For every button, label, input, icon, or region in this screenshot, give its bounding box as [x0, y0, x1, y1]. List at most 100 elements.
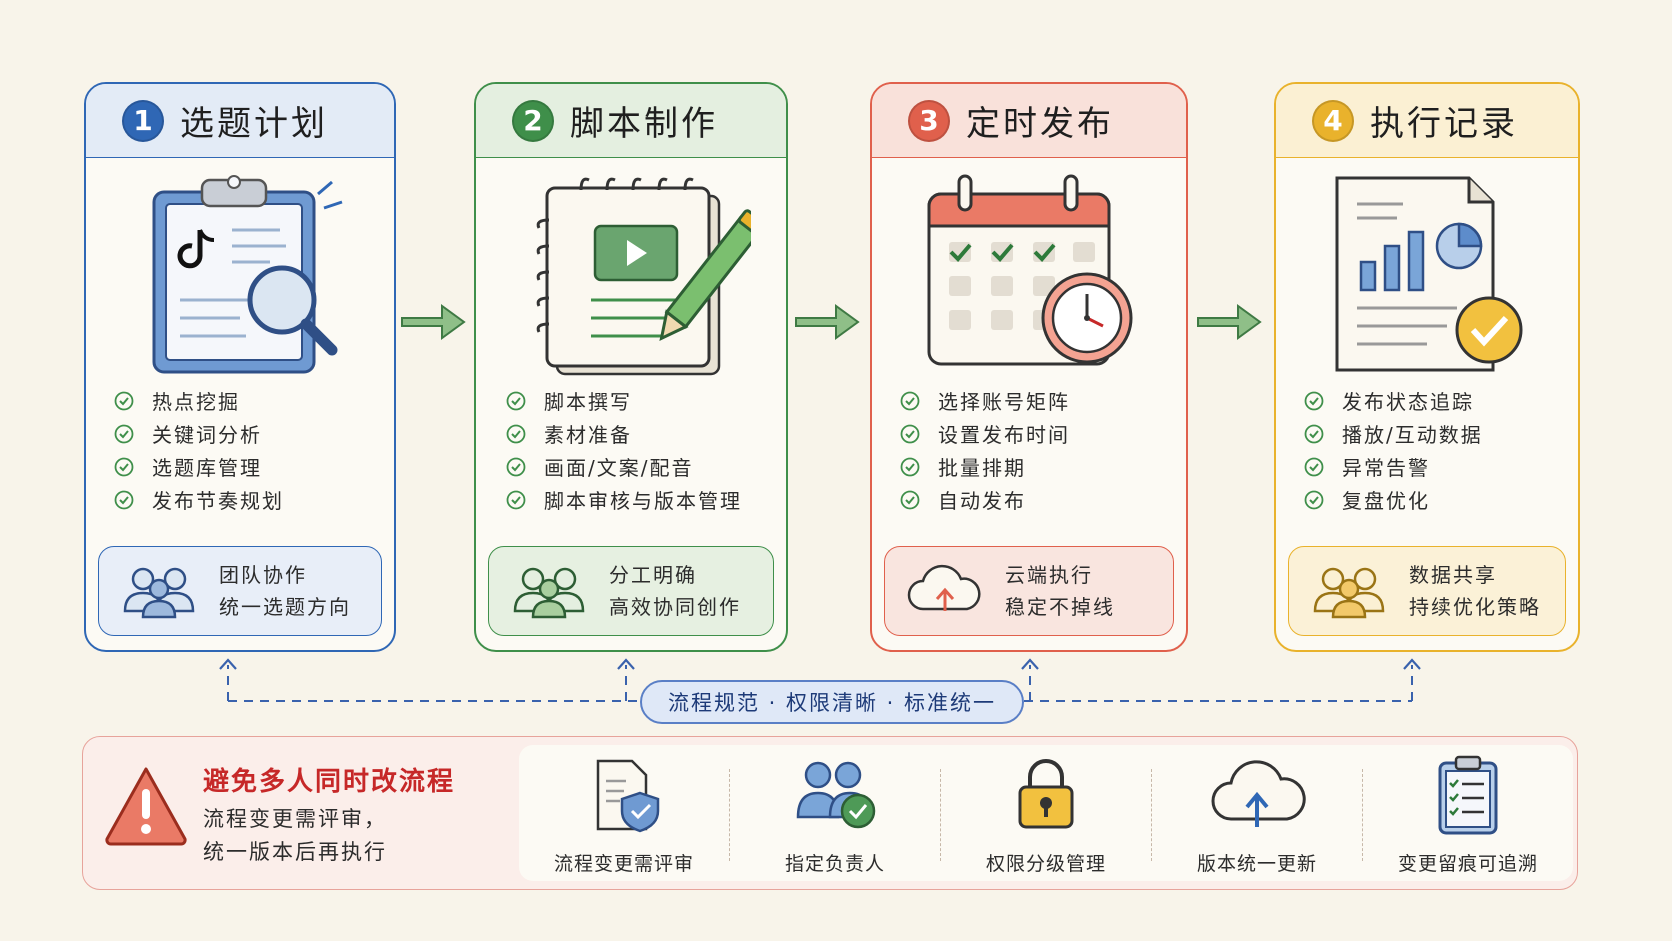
stage-title: 定时发布	[966, 104, 1114, 144]
list-item-label: 脚本撰写	[544, 390, 632, 414]
list-item-label: 画面/文案/配音	[544, 456, 694, 480]
list-item-label: 设置发布时间	[938, 423, 1070, 447]
list-item-label: 异常告警	[1342, 456, 1430, 480]
dashed-connector	[219, 658, 1421, 702]
tip-line: 统一选题方向	[219, 595, 351, 619]
check-circle-icon	[506, 490, 526, 509]
list-item-label: 选择账号矩阵	[938, 390, 1070, 414]
check-circle-icon	[114, 391, 134, 410]
check-circle-icon	[114, 490, 134, 509]
collaboration-tip: 分工明确高效协同创作	[488, 546, 774, 636]
list-item: 关键词分析	[114, 417, 284, 450]
check-circle-icon	[900, 490, 920, 509]
divider	[1151, 769, 1152, 861]
divider	[1362, 769, 1363, 861]
list-item: 异常告警	[1304, 450, 1483, 483]
list-item-label: 发布状态追踪	[1342, 390, 1474, 414]
tip-line: 数据共享	[1409, 563, 1497, 587]
stage-title: 脚本制作	[570, 104, 718, 144]
check-circle-icon	[506, 391, 526, 410]
calendar-clock-icon	[872, 170, 1186, 380]
stage-header: 1 选题计划	[86, 84, 394, 158]
check-circle-icon	[900, 391, 920, 410]
document-shield-icon	[596, 759, 660, 833]
stage-number-badge: 4	[1312, 99, 1354, 142]
stage-number-badge: 2	[512, 99, 554, 142]
stage-topic-planning: 1 选题计划 热点挖掘 关键词分析 选题库管理 发布节奏规划	[84, 82, 396, 652]
check-circle-icon	[1304, 457, 1324, 476]
collaboration-tip: 团队协作统一选题方向	[98, 546, 382, 636]
principles-banner: 流程规范 · 权限清晰 · 标准统一	[640, 680, 1024, 724]
clipboard-magnifier-icon	[86, 170, 394, 380]
tip-line: 云端执行	[1005, 563, 1093, 587]
check-circle-icon	[900, 457, 920, 476]
list-item: 批量排期	[900, 450, 1070, 483]
check-circle-icon	[900, 424, 920, 443]
tip-line: 稳定不掉线	[1005, 595, 1115, 619]
list-item-label: 自动发布	[938, 489, 1026, 513]
rule-label: 版本统一更新	[1196, 853, 1317, 875]
list-item: 发布状态追踪	[1304, 384, 1483, 417]
rule-owner: 指定负责人	[730, 745, 940, 881]
rule-label: 流程变更需评审	[553, 853, 694, 875]
padlock-icon	[1018, 759, 1074, 829]
check-circle-icon	[1304, 490, 1324, 509]
stage-title: 选题计划	[180, 104, 328, 144]
list-item: 发布节奏规划	[114, 483, 284, 516]
flow-arrow-right-icon	[1197, 304, 1262, 340]
check-circle-icon	[1304, 391, 1324, 410]
stage-execution-log: 4 执行记录 发布状态追踪 播放/互动数据 异常告警 复盘优化 数据共享持续优化…	[1274, 82, 1580, 652]
stage-number-badge: 1	[122, 99, 164, 142]
stage-item-list: 热点挖掘 关键词分析 选题库管理 发布节奏规划	[114, 384, 284, 516]
list-item: 选题库管理	[114, 450, 284, 483]
check-circle-icon	[506, 457, 526, 476]
tip-line: 团队协作	[219, 563, 307, 587]
warning-text: 流程变更需评审， 统一版本后再执行	[203, 803, 387, 869]
flow-arrow-right-icon	[795, 304, 860, 340]
stage-item-list: 选择账号矩阵 设置发布时间 批量排期 自动发布	[900, 384, 1070, 516]
check-circle-icon	[1304, 424, 1324, 443]
tip-line: 高效协同创作	[609, 595, 741, 619]
list-item-label: 脚本审核与版本管理	[544, 489, 742, 513]
warning-triangle-icon	[105, 767, 187, 846]
data-sharing-tip: 数据共享持续优化策略	[1288, 546, 1566, 636]
list-item: 自动发布	[900, 483, 1070, 516]
check-circle-icon	[114, 457, 134, 476]
rule-label: 变更留痕可追溯	[1397, 853, 1538, 875]
stage-header: 2 脚本制作	[476, 84, 786, 158]
list-item: 播放/互动数据	[1304, 417, 1483, 450]
cloud-upload-icon	[1211, 760, 1306, 827]
list-item: 复盘优化	[1304, 483, 1483, 516]
report-chart-check-icon	[1276, 170, 1578, 380]
warning-line: 流程变更需评审，	[203, 807, 387, 831]
list-item: 选择账号矩阵	[900, 384, 1070, 417]
stage-number-badge: 3	[908, 99, 950, 142]
list-item: 画面/文案/配音	[506, 450, 742, 483]
rule-permissions: 权限分级管理	[941, 745, 1151, 881]
stage-header: 3 定时发布	[872, 84, 1186, 158]
list-item: 脚本撰写	[506, 384, 742, 417]
list-item-label: 批量排期	[938, 456, 1026, 480]
stage-title: 执行记录	[1370, 104, 1518, 144]
users-check-icon	[796, 761, 876, 829]
warning-title: 避免多人同时改流程	[203, 767, 456, 797]
list-item: 设置发布时间	[900, 417, 1070, 450]
flow-arrow-right-icon	[401, 304, 466, 340]
tip-line: 分工明确	[609, 563, 697, 587]
notebook-pencil-icon	[476, 170, 786, 380]
stage-scheduled-publishing: 3 定时发布 选择账号矩阵 设置发布时间 批量排期 自动发布	[870, 82, 1188, 652]
list-item: 脚本审核与版本管理	[506, 483, 742, 516]
list-item: 热点挖掘	[114, 384, 284, 417]
team-users-icon	[1313, 567, 1385, 619]
divider	[729, 769, 730, 861]
change-control-panel: 避免多人同时改流程 流程变更需评审， 统一版本后再执行 流程变更需评审 指定负责…	[82, 736, 1578, 890]
warning-line: 统一版本后再执行	[203, 840, 387, 864]
rule-audit-trail: 变更留痕可追溯	[1363, 745, 1573, 881]
cloud-upload-icon	[907, 564, 981, 611]
stage-item-list: 发布状态追踪 播放/互动数据 异常告警 复盘优化	[1304, 384, 1483, 516]
rule-label: 指定负责人	[784, 853, 885, 875]
rule-review: 流程变更需评审	[519, 745, 729, 881]
list-item-label: 素材准备	[544, 423, 632, 447]
cloud-tip: 云端执行稳定不掉线	[884, 546, 1174, 636]
list-item-label: 播放/互动数据	[1342, 423, 1483, 447]
